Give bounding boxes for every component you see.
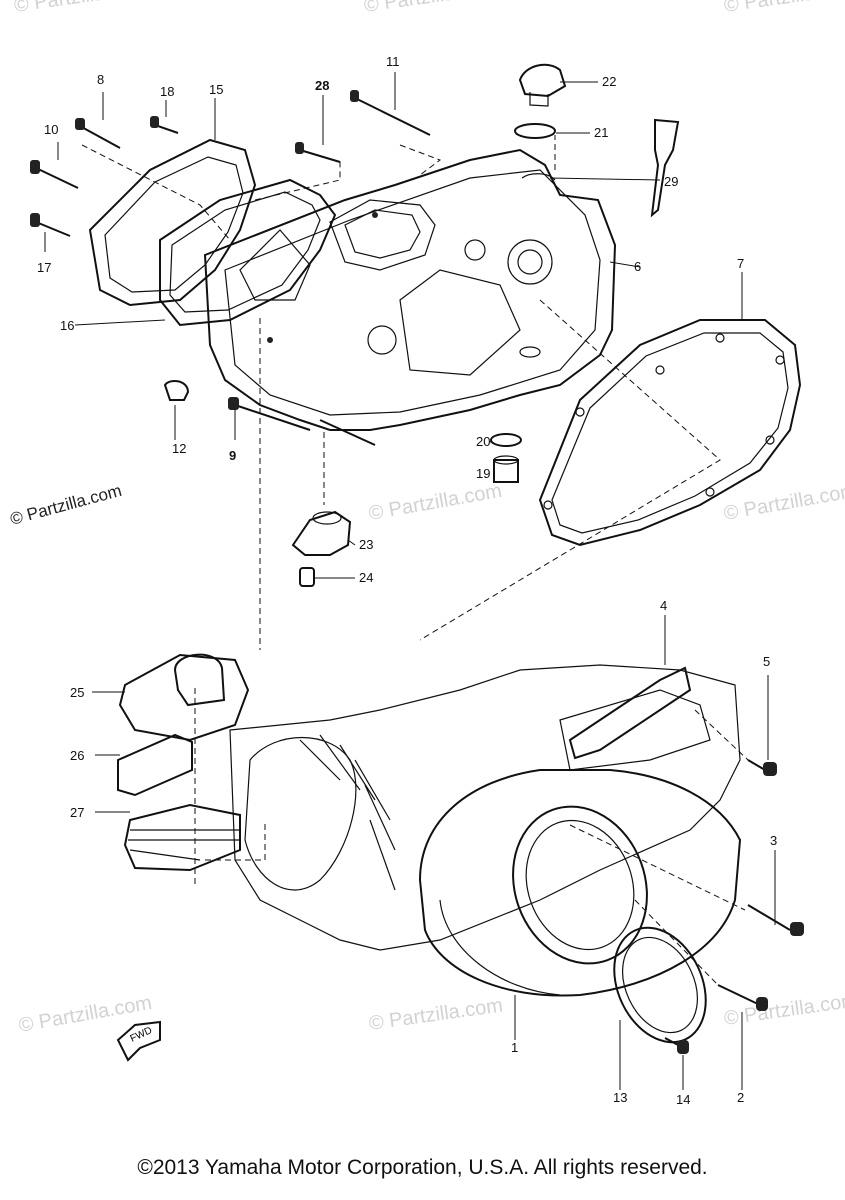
callout-8: 8	[97, 72, 104, 87]
callout-9: 9	[229, 448, 236, 463]
cover-plate-13	[613, 926, 707, 1044]
watermark: © Partzilla.com	[13, 0, 150, 17]
copyright-footer: ©2013 Yamaha Motor Corporation, U.S.A. A…	[137, 1156, 708, 1179]
seal-parts-25-27	[117, 653, 250, 872]
bolts-upper-left	[30, 90, 431, 237]
callout-12: 12	[172, 441, 186, 456]
callout-11: 11	[386, 54, 400, 69]
dashed-guides	[81, 135, 749, 986]
callout-16: 16	[60, 318, 74, 333]
callout-23: 23	[359, 537, 373, 552]
callout-3: 3	[770, 833, 777, 848]
callout-7: 7	[737, 256, 744, 271]
breather-23-24	[291, 510, 352, 587]
leader-lines	[44, 72, 776, 1090]
callout-2: 2	[737, 1090, 744, 1105]
engine-block-outline	[229, 664, 741, 951]
callout-4: 4	[660, 598, 667, 613]
callout-19: 19	[476, 466, 490, 481]
callout-22: 22	[602, 74, 616, 89]
watermark-dark: © Partzilla.com	[8, 481, 124, 529]
callout-6: 6	[634, 259, 641, 274]
callout-18: 18	[160, 84, 174, 99]
callout-13: 13	[613, 1090, 627, 1105]
watermark: © Partzilla.com	[367, 480, 504, 525]
watermark-layer: © Partzilla.com © Partzilla.com © Partzi…	[8, 0, 845, 1037]
watermark: © Partzilla.com	[368, 994, 505, 1035]
callout-21: 21	[594, 125, 608, 140]
watermark: © Partzilla.com	[363, 0, 500, 17]
callout-24: 24	[359, 570, 373, 585]
callout-29: 29	[664, 174, 678, 189]
callout-10: 10	[44, 122, 58, 137]
callout-labels: 8 18 15 10 17 16 11 28 22 21 29 6 7 9 20…	[37, 54, 777, 1107]
screws-right	[568, 666, 804, 1054]
callout-14: 14	[676, 1092, 690, 1107]
crankcase-cover-6	[203, 148, 617, 431]
callout-1: 1	[511, 1040, 518, 1055]
callout-28: 28	[315, 78, 329, 93]
callout-5: 5	[763, 654, 770, 669]
watermark: © Partzilla.com	[723, 0, 845, 17]
lower-small-parts	[163, 379, 522, 483]
callout-17: 17	[37, 260, 51, 275]
watermark: © Partzilla.com	[17, 992, 154, 1037]
callout-25: 25	[70, 685, 84, 700]
fwd-arrow-icon: FWD	[116, 1020, 161, 1062]
gasket-7	[538, 319, 802, 547]
callout-27: 27	[70, 805, 84, 820]
callout-26: 26	[70, 748, 84, 763]
callout-20: 20	[476, 434, 490, 449]
watermark: © Partzilla.com	[722, 480, 845, 525]
filler-cap-group	[514, 63, 680, 218]
callout-15: 15	[209, 82, 223, 97]
side-cover-1	[418, 769, 742, 997]
